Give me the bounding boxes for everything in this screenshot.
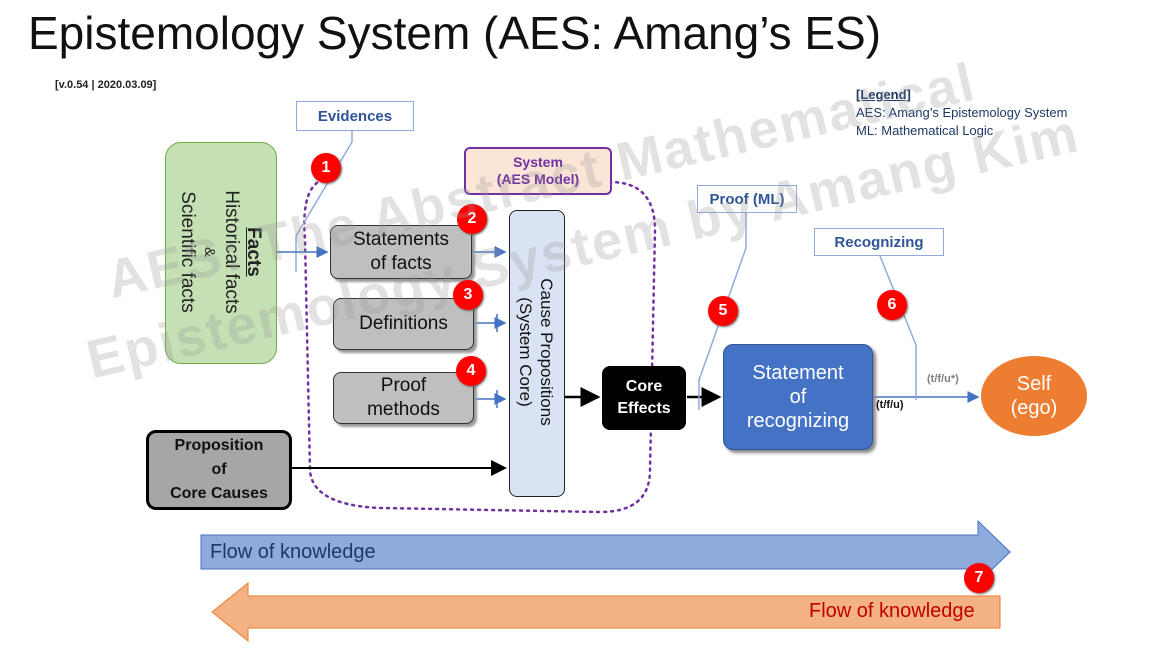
self-line2: (ego) xyxy=(1010,397,1058,419)
badge-1: 1 xyxy=(311,153,341,183)
system-label-line1: System xyxy=(513,154,563,170)
legend: [Legend] AES: Amang’s Epistemology Syste… xyxy=(856,86,1067,140)
proposition-line2: of xyxy=(211,461,227,478)
flow-forward-arrow xyxy=(200,519,1011,585)
proposition-core-causes-box: Proposition of Core Causes xyxy=(146,430,292,510)
statements-of-facts-box: Statements of facts xyxy=(330,225,472,279)
legend-line-aes: AES: Amang’s Epistemology System xyxy=(856,105,1068,120)
version-label: [v.0.54 | 2020.03.09] xyxy=(55,79,157,91)
proposition-line3: Core Causes xyxy=(170,485,268,502)
self-ego-circle: Self (ego) xyxy=(981,356,1087,436)
proposition-line1: Proposition xyxy=(174,437,264,454)
recog-line1: Statement xyxy=(752,362,844,384)
statements-line2: of facts xyxy=(370,253,432,274)
cause-propositions-box xyxy=(509,210,565,497)
core-line1: Core xyxy=(625,378,663,395)
legend-heading: [Legend] xyxy=(856,87,911,102)
system-label: System (AES Model) xyxy=(464,147,612,195)
statements-line1: Statements xyxy=(352,229,450,250)
facts-box xyxy=(165,142,277,364)
self-line1: Self xyxy=(1016,373,1052,395)
evidences-label: Evidences xyxy=(296,101,414,131)
recog-line2: of xyxy=(789,386,807,408)
definitions-box: Definitions xyxy=(333,298,474,350)
flow-backward-label: Flow of knowledge xyxy=(809,600,975,622)
recognizing-label: Recognizing xyxy=(814,228,944,256)
badge-2: 2 xyxy=(457,204,487,234)
truth-label-tfu-star: (t/f/u*) xyxy=(927,373,959,385)
proof-methods-box: Proof methods xyxy=(333,372,474,424)
badge-5: 5 xyxy=(708,296,738,326)
core-line2: Effects xyxy=(617,400,671,417)
legend-line-ml: ML: Mathematical Logic xyxy=(856,123,994,138)
recog-line3: recognizing xyxy=(746,410,850,432)
proof-methods-line2: methods xyxy=(367,399,440,420)
proof-ml-label: Proof (ML) xyxy=(697,185,797,213)
proof-methods-line1: Proof xyxy=(380,375,427,396)
core-effects-box: Core Effects xyxy=(602,366,686,430)
truth-label-tfu: (t/f/u) xyxy=(876,399,904,411)
statement-of-recognizing-box: Statement of recognizing xyxy=(723,344,873,450)
flow-backward-arrow xyxy=(211,581,1001,643)
definitions-label: Definitions xyxy=(359,313,448,334)
system-label-line2: (AES Model) xyxy=(496,171,580,187)
badge-4: 4 xyxy=(456,356,486,386)
badge-3: 3 xyxy=(453,280,483,310)
badge-7: 7 xyxy=(964,563,994,593)
flow-forward-label: Flow of knowledge xyxy=(210,541,376,563)
page-title: Epistemology System (AES: Amang’s ES) xyxy=(28,7,882,59)
badge-6: 6 xyxy=(877,290,907,320)
system-boundary xyxy=(303,176,657,514)
